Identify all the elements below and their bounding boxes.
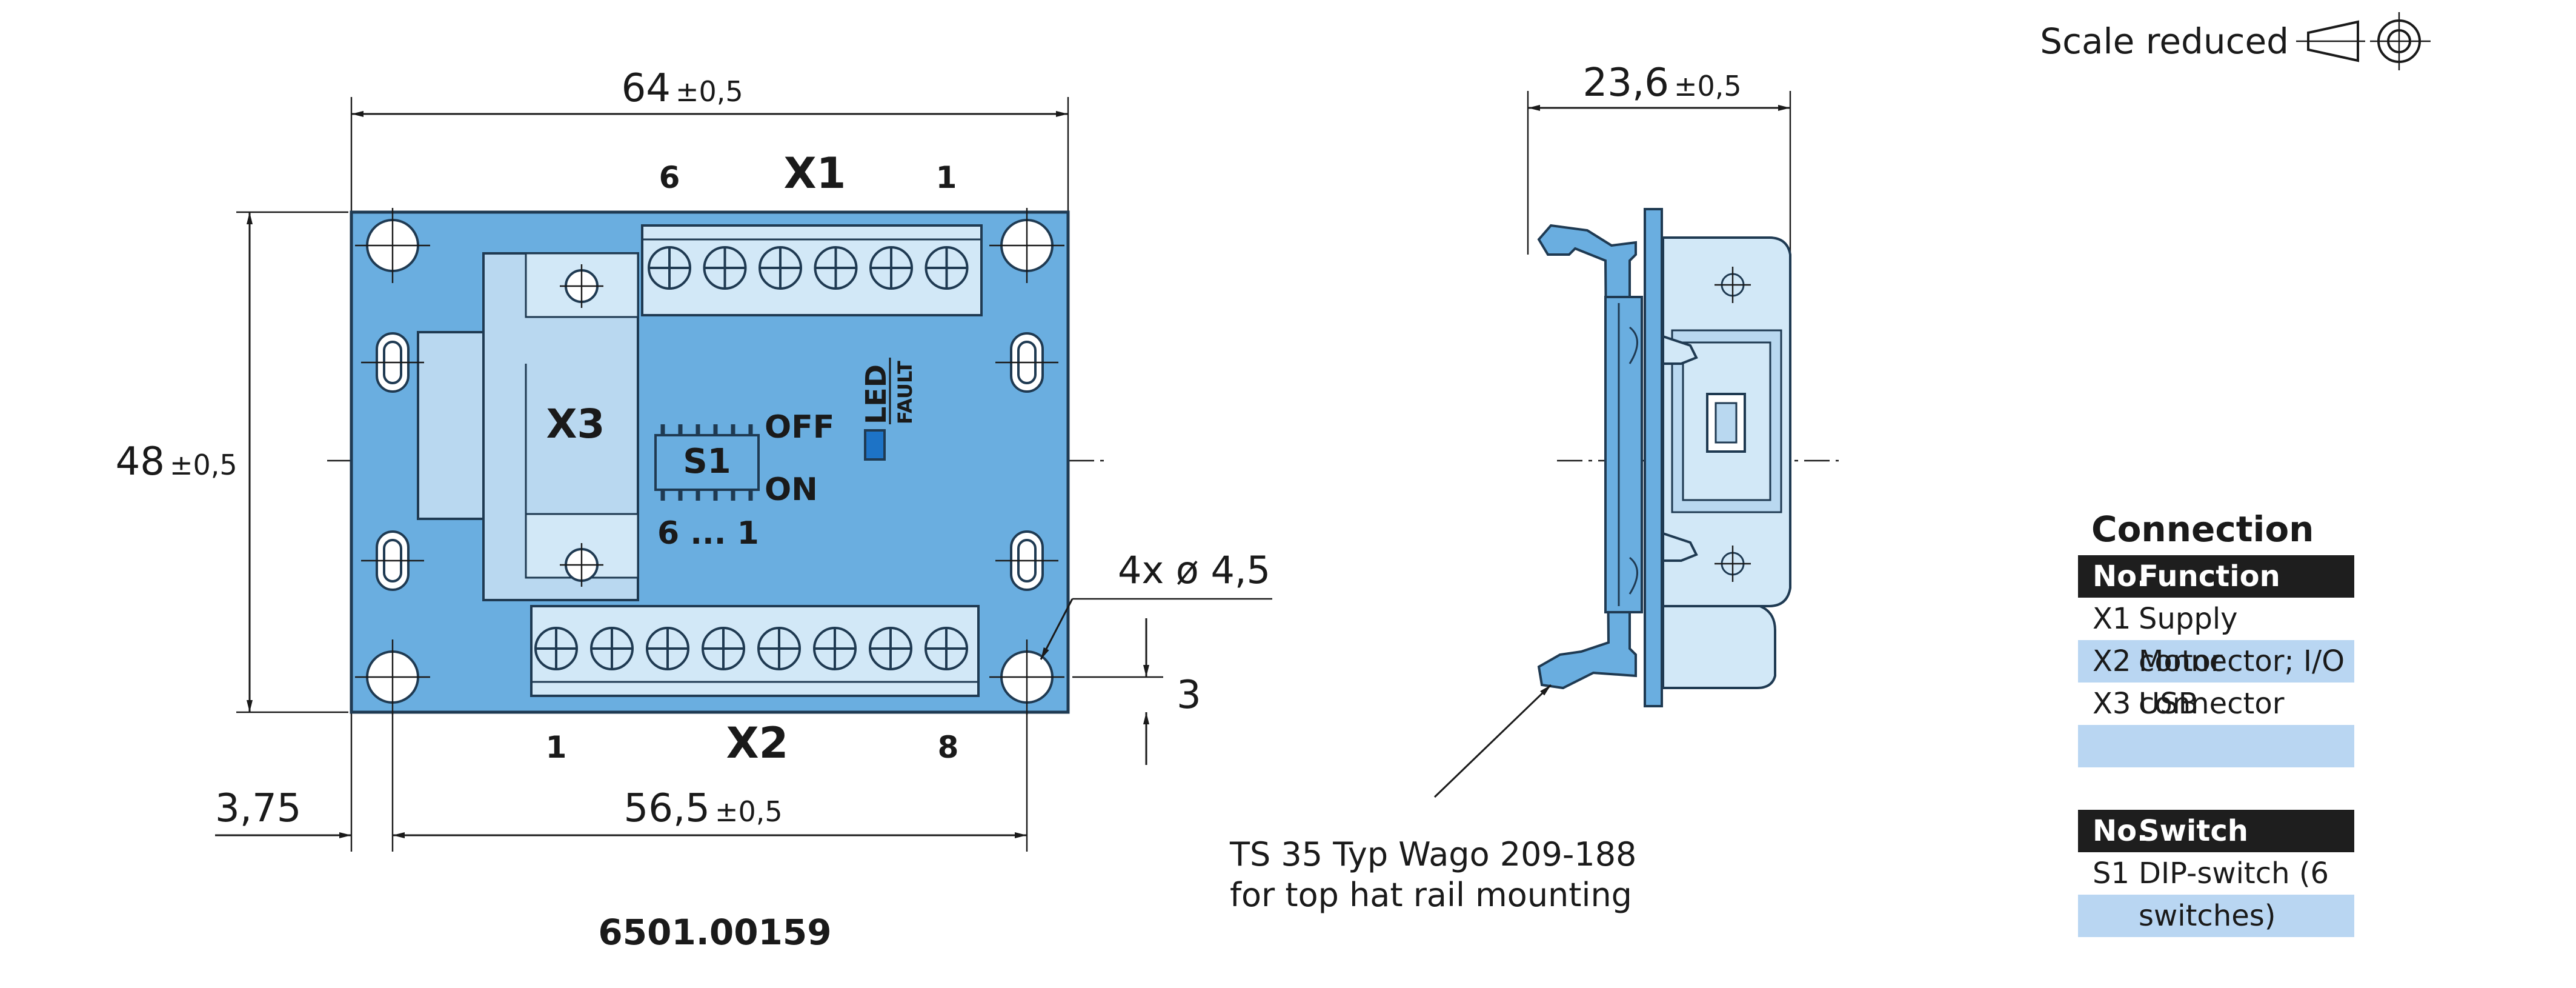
rail-note-line-1: TS 35 Typ Wago 209-188 <box>1229 835 1636 873</box>
s1-on-label: ON <box>765 472 818 508</box>
s1-off-label: OFF <box>765 409 834 446</box>
depth-dim-tolerance: ±0,5 <box>1674 70 1742 102</box>
scale-note: Scale reduced <box>2040 12 2431 70</box>
scale-note-text: Scale reduced <box>2040 21 2289 62</box>
terminal-pin <box>814 246 858 290</box>
offset-dim: 3,75 <box>215 786 302 831</box>
x1-pin-left: 6 <box>659 160 680 195</box>
s1-dip-switch: S1 <box>654 424 760 501</box>
side-view: 23,6 ±0,5 TS 35 Typ Wago 209-188 for top… <box>1229 61 1839 914</box>
row-function <box>2133 725 2354 767</box>
hole-edge-dim: 3 <box>1177 673 1201 718</box>
row-function: DIP-switch (6 switches) <box>2139 856 2329 933</box>
hole-spacing-dim-tolerance: ±0,5 <box>715 795 783 828</box>
header-no: No. <box>2093 559 2148 593</box>
header-function: Function <box>2139 559 2280 593</box>
width-dim-value: 64 <box>622 66 671 111</box>
height-dim-value: 48 <box>116 439 165 484</box>
led-label: LED <box>860 364 892 424</box>
terminal-pin <box>646 627 689 670</box>
x2-pin-right: 8 <box>938 730 959 765</box>
x2-connector <box>530 605 980 697</box>
row-function: USB <box>2139 687 2199 721</box>
terminal-pin <box>703 246 747 290</box>
terminal-pin <box>648 246 691 290</box>
row-function <box>2133 895 2354 937</box>
terminal-pin <box>534 627 578 670</box>
row-no: S1 <box>2093 856 2130 890</box>
hole-spacing-dim-value: 56,5 <box>624 786 711 831</box>
height-dim-tolerance: ±0,5 <box>170 449 237 481</box>
terminal-pin <box>869 627 912 670</box>
row-no <box>2078 725 2133 767</box>
legend-tables: Connection No. Function X1 Supply connec… <box>2078 503 2354 937</box>
x1-pin-right: 1 <box>936 160 957 195</box>
fault-label: FAULT <box>894 361 917 424</box>
x1-label: X1 <box>784 149 846 198</box>
table-row: X1 Supply connector; I/O <box>2078 598 2354 678</box>
connection-table-title: Connection <box>2091 509 2314 550</box>
projection-symbol-icon <box>2296 12 2431 70</box>
connection-table-header: No. Function <box>2078 555 2354 598</box>
holes-label: 4x ø 4,5 <box>1118 548 1270 592</box>
depth-dim-value: 23,6 <box>1583 61 1670 105</box>
row-no: X1 <box>2093 602 2131 636</box>
s1-label: S1 <box>683 442 731 481</box>
terminal-pin <box>757 627 801 670</box>
s1-range-label: 6 ... 1 <box>657 515 759 552</box>
table-row: X3 USB <box>2078 683 2354 725</box>
table-row: S1 DIP-switch (6 switches) <box>2078 852 2354 933</box>
row-no <box>2078 895 2133 937</box>
x1-connector <box>641 224 983 316</box>
terminal-pin <box>925 627 968 670</box>
terminal-pin <box>590 627 634 670</box>
x3-connector: X3 <box>417 252 639 601</box>
terminal-pin <box>925 246 969 290</box>
row-function: Supply connector; I/O <box>2139 602 2345 678</box>
x3-label: X3 <box>546 401 605 447</box>
table-row: X2 Motor connector <box>2078 640 2354 721</box>
table-row <box>2078 725 2354 767</box>
switch-table-header: No. Switch <box>2078 810 2354 852</box>
x2-label: X2 <box>726 718 789 768</box>
row-no: X2 <box>2093 644 2131 678</box>
front-view: 64 ±0,5 48 ±0,5 56,5 ±0,5 3,75 3 <box>116 66 1272 953</box>
terminal-pin <box>759 246 802 290</box>
terminal-pin <box>702 627 745 670</box>
row-no: X3 <box>2093 687 2131 721</box>
row-function: Motor connector <box>2139 644 2285 721</box>
header-no: No. <box>2093 814 2148 848</box>
terminal-pin <box>813 627 857 670</box>
terminal-pin <box>869 246 913 290</box>
table-row <box>2078 895 2354 937</box>
x2-pin-left: 1 <box>546 730 567 765</box>
width-dim-tolerance: ±0,5 <box>676 75 743 108</box>
header-switch: Switch <box>2139 814 2248 848</box>
led-indicator <box>864 429 886 461</box>
part-number: 6501.00159 <box>598 912 831 953</box>
rail-note-line-2: for top hat rail mounting <box>1230 876 1632 914</box>
